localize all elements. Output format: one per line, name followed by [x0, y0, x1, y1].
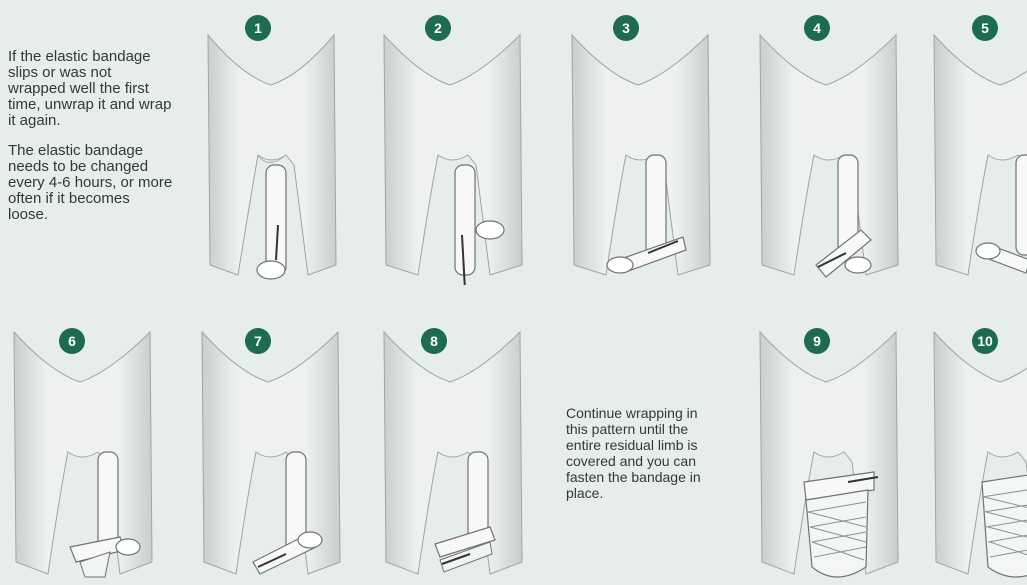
step-number-badge: 1: [245, 15, 271, 41]
leg-drawing: [196, 15, 346, 285]
leg-drawing: [756, 15, 906, 285]
step-3-illustration: 3: [568, 15, 718, 285]
step-6-illustration: 6: [10, 312, 160, 582]
leg-drawing: [568, 15, 718, 285]
step-number-badge: 2: [425, 15, 451, 41]
step-number-badge: 9: [804, 328, 830, 354]
step-number-badge: 3: [613, 15, 639, 41]
leg-drawing: [380, 15, 530, 285]
step-9-illustration: 9: [756, 312, 906, 582]
leg-drawing: [756, 312, 906, 582]
continue-instructions: Continue wrapping in this pattern until …: [566, 405, 716, 515]
continue-paragraph: Continue wrapping in this pattern until …: [566, 405, 716, 501]
leg-drawing: [930, 15, 1027, 285]
step-number-badge: 8: [421, 328, 447, 354]
step-2-illustration: 2: [380, 15, 530, 285]
step-10-illustration: 10: [930, 312, 1027, 582]
step-1-illustration: 1: [196, 15, 346, 285]
leg-drawing: [10, 312, 160, 582]
step-number-badge: 4: [804, 15, 830, 41]
step-8-illustration: 8: [380, 312, 530, 582]
change-frequency-paragraph: The elastic bandage needs to be changed …: [8, 143, 173, 223]
step-number-badge: 5: [972, 15, 998, 41]
step-7-illustration: 7: [198, 312, 348, 582]
step-5-illustration: 5: [930, 15, 1027, 285]
step-number-badge: 10: [972, 328, 998, 354]
step-number-badge: 7: [245, 328, 271, 354]
leg-drawing: [380, 312, 530, 582]
leg-drawing: [198, 312, 348, 582]
intro-paragraph: If the elastic bandage slips or was not …: [8, 49, 173, 129]
step-number-badge: 6: [59, 328, 85, 354]
instructions-left: If the elastic bandage slips or was not …: [8, 49, 173, 237]
step-4-illustration: 4: [756, 15, 906, 285]
